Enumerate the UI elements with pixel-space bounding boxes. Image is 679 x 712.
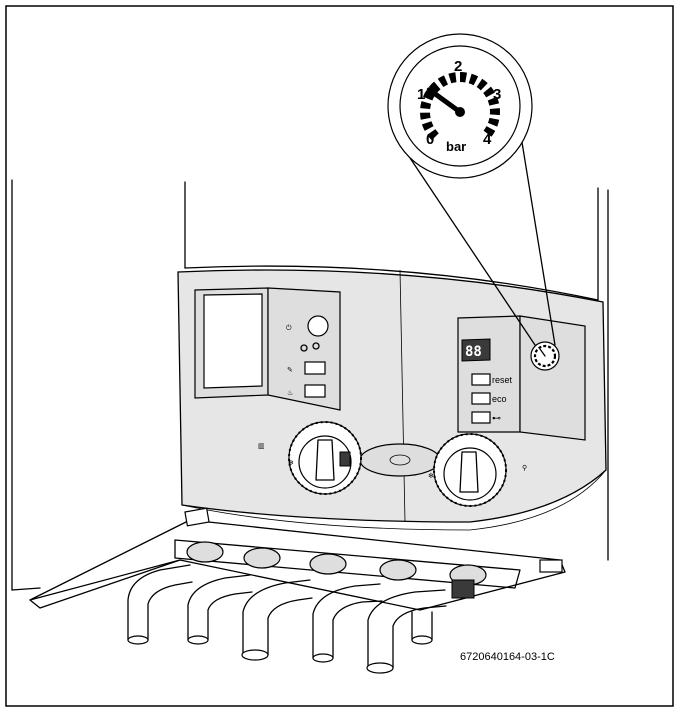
radiator-icon: ▥: [258, 443, 265, 450]
lcd-display: [461, 338, 491, 362]
gauge-scale-segment: [487, 96, 500, 106]
key-lock-icon: ⊷: [492, 413, 501, 423]
service-button[interactable]: [304, 384, 326, 398]
tap-icon: ⚲: [522, 464, 527, 472]
gauge-label-4: 4: [483, 131, 492, 148]
gauge-unit-label: bar: [446, 139, 466, 154]
valve-row: [186, 541, 487, 599]
panel-pressure-gauge: [530, 341, 560, 371]
svg-text:♨: ♨: [287, 389, 293, 397]
gauge-label-2: 2: [454, 58, 462, 75]
gauge-label-0: 0: [426, 131, 434, 148]
lcd-digits: 88: [465, 344, 482, 360]
eco-button[interactable]: [471, 392, 491, 405]
gauge-scale-segment: [468, 73, 479, 86]
gauge-scale-segment: [483, 126, 496, 137]
heating-temperature-knob[interactable]: [288, 421, 362, 495]
left-display-flap: [203, 293, 263, 389]
eco-label: eco: [492, 394, 507, 404]
gauge-scale-segment: [423, 90, 435, 101]
burner-led: [300, 344, 308, 352]
callout-lines: [397, 129, 556, 346]
reset-button[interactable]: [471, 373, 491, 386]
gauge-scale-segment: [420, 112, 431, 120]
gauge-scale-arc: [420, 72, 500, 141]
connection-pipes: [127, 564, 447, 674]
svg-text:✎: ✎: [287, 367, 293, 374]
gauge-label-3: 3: [493, 86, 501, 103]
frost-icon-right: ❄: [428, 472, 434, 480]
gauge-scale-segment: [483, 86, 495, 98]
left-indicator-column: ⏻ ✎ ♨: [286, 315, 329, 398]
status-led: [312, 342, 320, 350]
gauge-scale-segment: [429, 81, 441, 93]
gauge-needle: [426, 87, 463, 115]
gauge-scale-segment: [427, 129, 439, 141]
hot-water-temperature-knob[interactable]: [433, 433, 507, 507]
gauge-scale-segment: [460, 72, 468, 83]
chimney-sweep-button[interactable]: [304, 361, 326, 375]
power-button[interactable]: [307, 315, 329, 337]
connection-bracket: [29, 507, 566, 611]
gauge-hub: [455, 107, 465, 117]
key-lock-button[interactable]: [471, 411, 491, 424]
figure-reference-number: 6720640164-03-1C: [460, 651, 555, 663]
boiler-casing: [11, 179, 609, 591]
magnified-pressure-gauge: 0 1 2 3 4 bar: [387, 33, 533, 179]
gauge-scale-segment: [420, 101, 432, 110]
svg-text:⏻: ⏻: [286, 324, 292, 332]
gauge-scale-segment: [448, 72, 457, 84]
gauge-scale-segment: [487, 117, 500, 127]
gauge-scale-segment: [476, 78, 488, 91]
gauge-scale-segment: [421, 121, 434, 131]
gauge-scale-segment: [437, 75, 448, 88]
gauge-scale-segment: [489, 108, 500, 116]
reset-label: reset: [492, 375, 513, 385]
center-oval: [359, 443, 441, 477]
gauge-label-1: 1: [417, 86, 425, 103]
frost-icon: ❄: [288, 459, 294, 467]
